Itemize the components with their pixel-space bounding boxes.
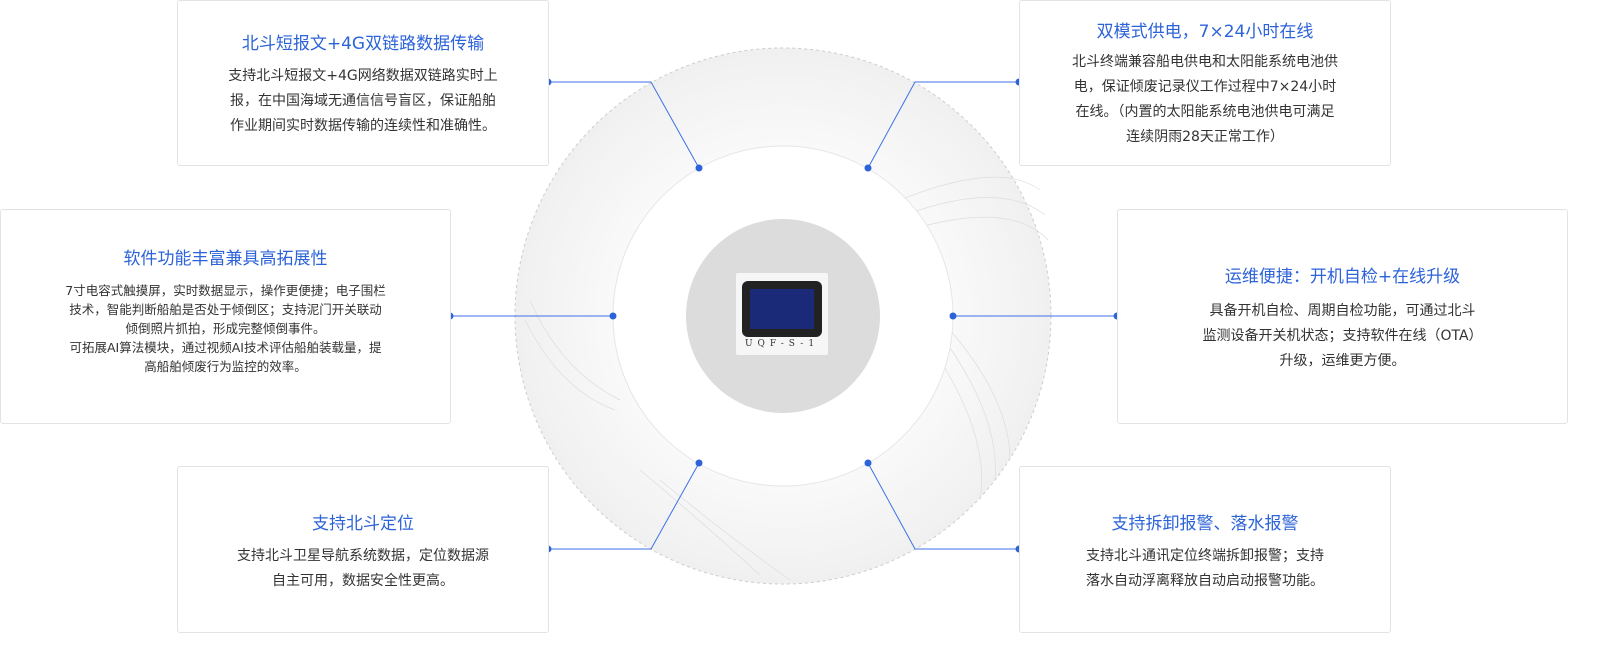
device-screen: [742, 281, 822, 337]
ring-wave-lines: [524, 176, 1049, 581]
card-text: 倾倒照片抓拍，形成完整倾倒事件。: [125, 321, 326, 336]
card-text: 电，保证倾废记录仪工作过程中7×24小时: [1073, 79, 1337, 95]
card-title: 支持北斗定位: [312, 514, 414, 534]
card-title: 软件功能丰富兼具高拓展性: [123, 249, 328, 269]
card-text: 在线。（内置的太阳能系统电池供电可满足: [1075, 104, 1335, 120]
card-title: 双模式供电，7×24小时在线: [1096, 22, 1314, 42]
connectors: [450, 81, 1117, 550]
card-text: 支持北斗卫星导航系统数据，定位数据源: [237, 548, 489, 564]
device-image: UQF-S-1: [736, 273, 828, 355]
card-text: 可拓展AI算法模块，通过视频AI技术评估船舶装载量，提: [69, 340, 382, 355]
card-text: 自主可用，数据安全性更高。: [272, 573, 454, 589]
card-text: 报，在中国海域无通信信号盲区，保证船舶: [230, 93, 496, 109]
card-title: 运维便捷：开机自检+在线升级: [1224, 267, 1461, 287]
feature-card-power: 双模式供电，7×24小时在线 北斗终端兼容船电供电和太阳能系统电池供电，保证倾废…: [1019, 0, 1391, 166]
feature-card-dual-link: 北斗短报文+4G双链路数据传输 支持北斗短报文+4G网络数据双链路实时上报，在中…: [177, 0, 549, 166]
card-text: 7寸电容式触摸屏，实时数据显示，操作更便捷；电子围栏: [65, 283, 386, 298]
card-text: 技术，智能判断船舶是否处于倾倒区；支持泥门开关联动: [69, 302, 382, 317]
card-text: 高船舶倾废行为监控的效率。: [144, 359, 307, 374]
card-text: 支持北斗通讯定位终端拆卸报警；支持: [1086, 548, 1324, 564]
card-text: 具备开机自检、周期自检功能，可通过北斗: [1209, 303, 1476, 319]
feature-card-maintenance: 运维便捷：开机自检+在线升级 具备开机自检、周期自检功能，可通过北斗监测设备开关…: [1117, 209, 1568, 424]
card-title: 支持拆卸报警、落水报警: [1111, 514, 1299, 534]
feature-card-positioning: 支持北斗定位 支持北斗卫星导航系统数据，定位数据源自主可用，数据安全性更高。: [177, 466, 549, 633]
card-text: 支持北斗短报文+4G网络数据双链路实时上: [228, 68, 498, 84]
card-text: 监测设备开关机状态；支持软件在线（OTA）: [1202, 328, 1483, 344]
card-text: 北斗终端兼容船电供电和太阳能系统电池供: [1072, 54, 1338, 70]
card-title: 北斗短报文+4G双链路数据传输: [241, 34, 485, 54]
card-text: 作业期间实时数据传输的连续性和准确性。: [230, 118, 496, 134]
card-text: 升级，运维更方便。: [1279, 353, 1406, 369]
card-text: 落水自动浮离释放自动启动报警功能。: [1086, 573, 1324, 589]
card-text: 连续阴雨28天正常工作）: [1126, 129, 1284, 145]
feature-card-alarm: 支持拆卸报警、落水报警 支持北斗通讯定位终端拆卸报警；支持落水自动浮离释放自动启…: [1019, 466, 1391, 633]
feature-card-software: 软件功能丰富兼具高拓展性 7寸电容式触摸屏，实时数据显示，操作更便捷；电子围栏技…: [0, 209, 451, 424]
device-model: UQF-S-1: [744, 339, 820, 349]
